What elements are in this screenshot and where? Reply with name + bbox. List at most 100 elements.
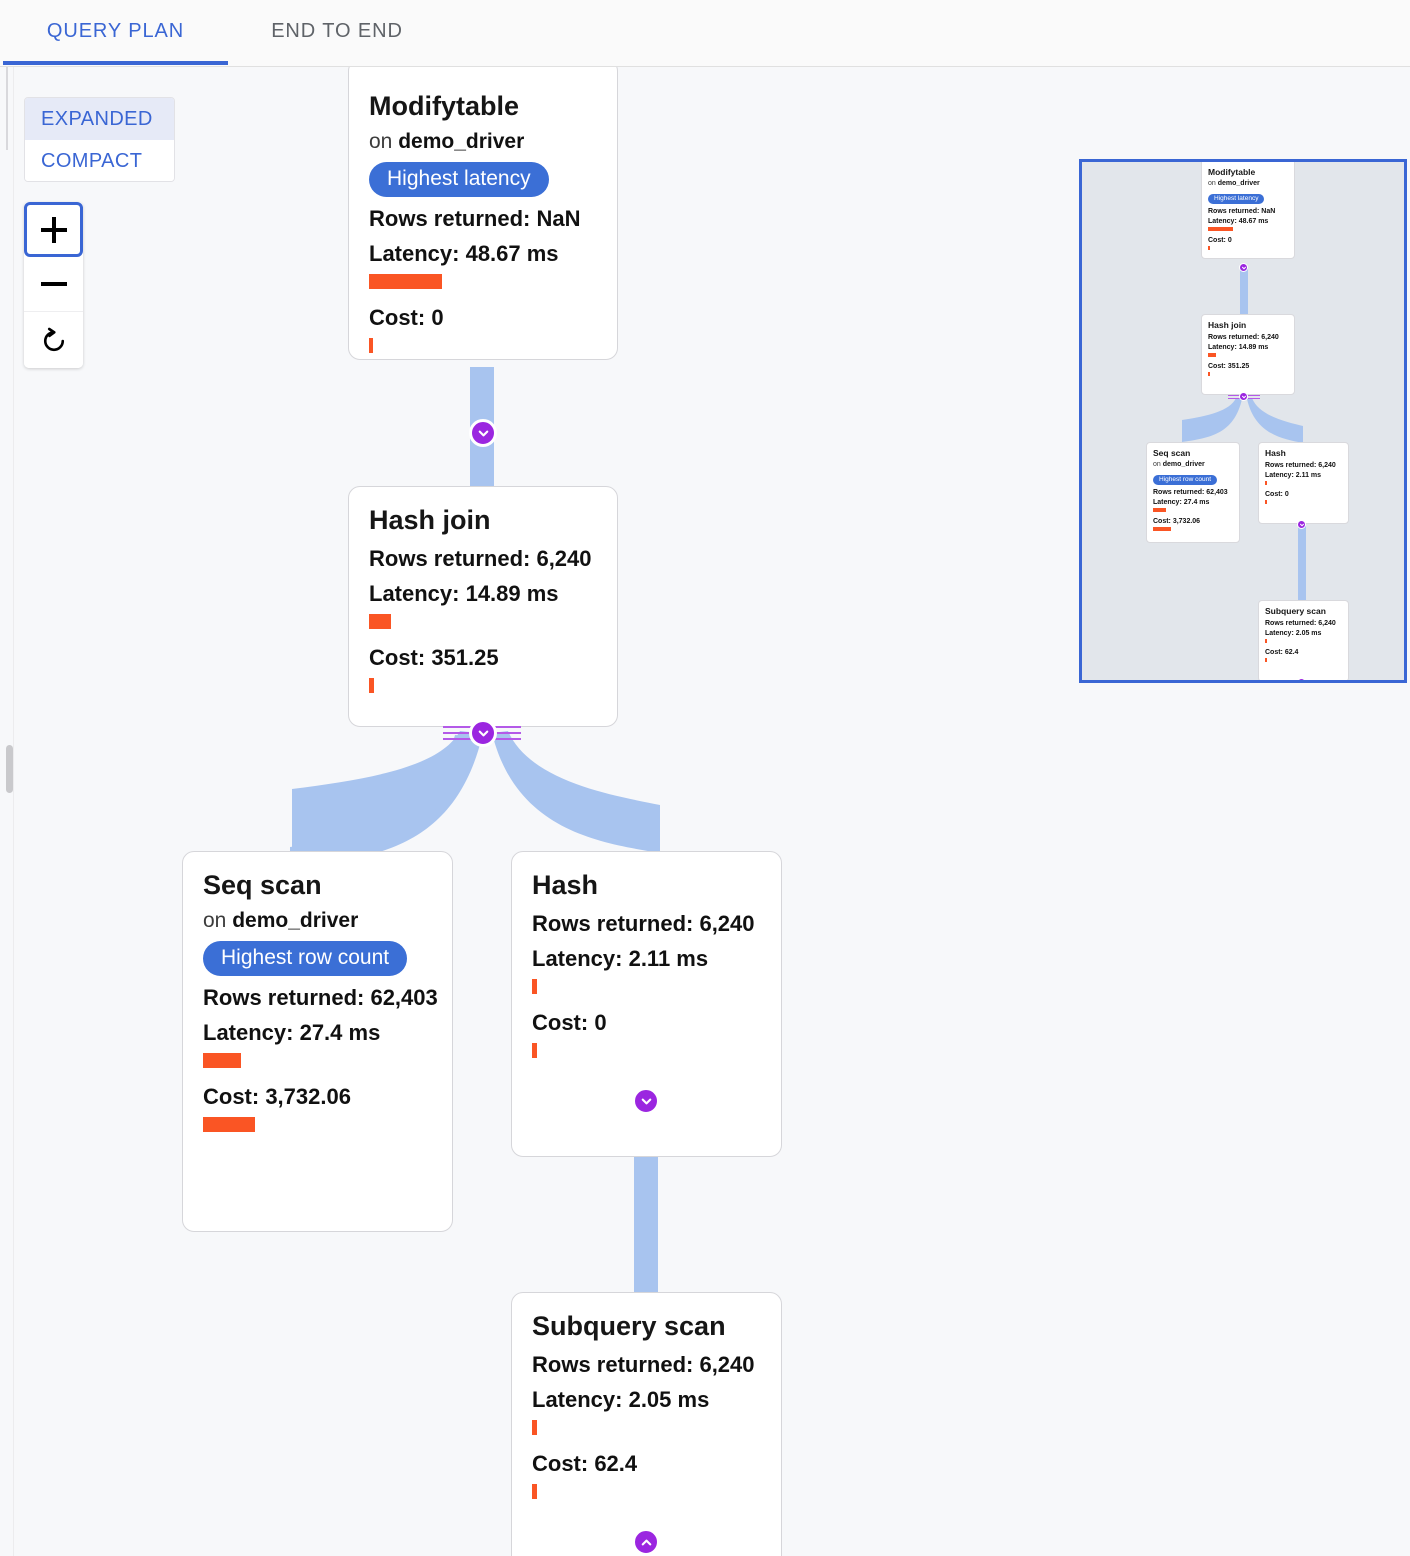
node-relation-prefix: on — [369, 129, 399, 153]
cost-bar — [1208, 246, 1210, 251]
node-badge: Highest latency — [369, 161, 549, 197]
zoom-reset-button[interactable] — [24, 313, 83, 368]
node-relation-name: demo_driver — [1162, 461, 1205, 469]
node-title: Subquery scan — [1265, 606, 1326, 616]
node-cost: Cost: 351.25 — [369, 644, 499, 670]
node-title: Subquery scan — [532, 1311, 726, 1341]
cost-bar — [1265, 658, 1267, 663]
node-badge: Highest row count — [203, 940, 408, 976]
node-latency: Latency: 14.89 ms — [1208, 344, 1269, 352]
cost-bar — [369, 337, 373, 353]
node-latency: Latency: 2.05 ms — [532, 1386, 710, 1412]
node-rows-returned: Rows returned: 6,240 — [369, 545, 592, 571]
node-latency: Latency: 2.05 ms — [1265, 630, 1322, 638]
node-latency: Latency: 48.67 ms — [1208, 218, 1269, 226]
minimap-content: Modifytable on demo_driver Highest laten… — [1082, 162, 1404, 684]
display-mode-expanded-button[interactable]: EXPANDED — [25, 98, 174, 140]
node-title: Hash — [532, 870, 599, 900]
node-badge: Highest latency — [1208, 194, 1265, 205]
minimap-handle-hash — [1297, 520, 1306, 529]
node-relation-name: demo_driver — [398, 129, 525, 153]
minimap-handle-modifytable — [1239, 263, 1248, 272]
canvas-vertical-scrollbar[interactable] — [0, 67, 14, 1556]
node-latency: Latency: 2.11 ms — [1265, 472, 1322, 480]
display-mode-compact-button[interactable]: COMPACT — [25, 140, 174, 181]
scrollbar-thumb[interactable] — [6, 745, 13, 793]
tab-bar: QUERY PLAN END TO END — [0, 0, 1410, 67]
branch-line — [1248, 398, 1260, 399]
minimap-edge-layer — [1182, 267, 1306, 600]
node-rows-returned: Rows returned: 6,240 — [532, 910, 755, 936]
node-title: Hash — [1265, 448, 1286, 458]
tab-query-plan[interactable]: QUERY PLAN — [3, 0, 228, 63]
node-latency: Latency: 48.67 ms — [369, 240, 559, 266]
branch-line — [1228, 395, 1240, 396]
minimap-handle-hash-join — [1239, 392, 1248, 401]
minimap-node-subquery-scan: Subquery scan Rows returned: 6,240 Laten… — [1258, 600, 1349, 680]
cost-bar — [203, 1116, 255, 1132]
node-rows-returned: Rows returned: 6,240 — [532, 1351, 755, 1377]
node-cost: Cost: 62.4 — [532, 1450, 638, 1476]
node-rows-returned: Rows returned: 62,403 — [203, 984, 438, 1010]
node-cost: Cost: 62.4 — [1265, 649, 1299, 657]
node-cost: Cost: 0 — [1208, 237, 1232, 245]
plan-node-modifytable[interactable]: Modifytable on demo_driver Highest laten… — [348, 67, 618, 360]
zoom-controls[interactable] — [24, 202, 83, 368]
plan-canvas[interactable]: Modifytable on demo_driver Highest laten… — [0, 67, 1410, 1556]
branch-line — [443, 732, 475, 734]
collapse-handle-hash-join[interactable] — [469, 719, 497, 747]
display-mode-toggle-group[interactable]: EXPANDED COMPACT — [24, 97, 175, 182]
collapse-handle-hash[interactable] — [632, 1087, 660, 1115]
node-cost: Cost: 0 — [369, 304, 444, 330]
zoom-in-button[interactable] — [24, 202, 83, 257]
node-rows-returned: Rows returned: 6,240 — [1265, 462, 1336, 470]
latency-bar — [1265, 481, 1267, 486]
branch-line — [489, 726, 521, 728]
cost-bar — [1265, 500, 1267, 505]
latency-bar — [532, 978, 537, 994]
minimap-node-seq-scan: Seq scan on demo_driver Highest row coun… — [1146, 442, 1240, 543]
cost-bar — [1153, 527, 1171, 532]
node-relation: on demo_driver — [203, 909, 432, 933]
plus-icon — [40, 216, 67, 243]
chevron-down-icon — [641, 1098, 651, 1104]
panel-divider — [6, 67, 8, 150]
node-title: Modifytable — [1208, 167, 1256, 177]
latency-bar — [203, 1052, 241, 1068]
node-cost: Cost: 0 — [1265, 491, 1289, 499]
minimap-node-modifytable: Modifytable on demo_driver Highest laten… — [1201, 162, 1295, 259]
expand-handle-subquery-scan[interactable] — [632, 1528, 660, 1556]
plan-node-hash-join[interactable]: Hash join Rows returned: 6,240 Latency: … — [348, 486, 618, 727]
minimap-handle-subquery-scan — [1297, 678, 1306, 684]
zoom-out-button[interactable] — [24, 257, 83, 312]
minimap[interactable]: Modifytable on demo_driver Highest laten… — [1079, 159, 1407, 683]
node-relation: on demo_driver — [1153, 461, 1233, 468]
latency-bar — [1208, 353, 1216, 358]
tab-end-to-end[interactable]: END TO END — [228, 0, 446, 63]
node-cost: Cost: 3,732.06 — [203, 1083, 351, 1109]
node-relation-name: demo_driver — [1217, 180, 1260, 188]
node-rows-returned: Rows returned: NaN — [369, 205, 581, 231]
chevron-up-icon — [1299, 680, 1305, 684]
branch-line — [443, 726, 475, 728]
node-relation: on demo_driver — [1208, 180, 1288, 187]
node-latency: Latency: 14.89 ms — [369, 580, 559, 606]
node-relation-prefix: on — [1208, 180, 1218, 188]
plan-node-subquery-scan[interactable]: Subquery scan Rows returned: 6,240 Laten… — [511, 1292, 782, 1556]
cost-bar — [1208, 372, 1210, 377]
node-relation-prefix: on — [203, 908, 233, 932]
node-title: Hash join — [369, 505, 491, 535]
plan-node-seq-scan[interactable]: Seq scan on demo_driver Highest row coun… — [182, 851, 453, 1232]
chevron-down-icon — [1241, 266, 1246, 269]
latency-bar — [532, 1419, 537, 1435]
chevron-down-icon — [478, 730, 488, 736]
collapse-handle-modifytable[interactable] — [469, 419, 497, 447]
cost-bar — [532, 1483, 537, 1499]
node-latency: Latency: 2.11 ms — [532, 945, 709, 971]
latency-bar — [369, 613, 391, 629]
latency-bar — [1153, 508, 1166, 513]
branch-line — [1248, 395, 1260, 396]
node-rows-returned: Rows returned: 6,240 — [1208, 334, 1279, 342]
node-relation-prefix: on — [1153, 461, 1163, 469]
node-title: Seq scan — [1153, 448, 1191, 458]
